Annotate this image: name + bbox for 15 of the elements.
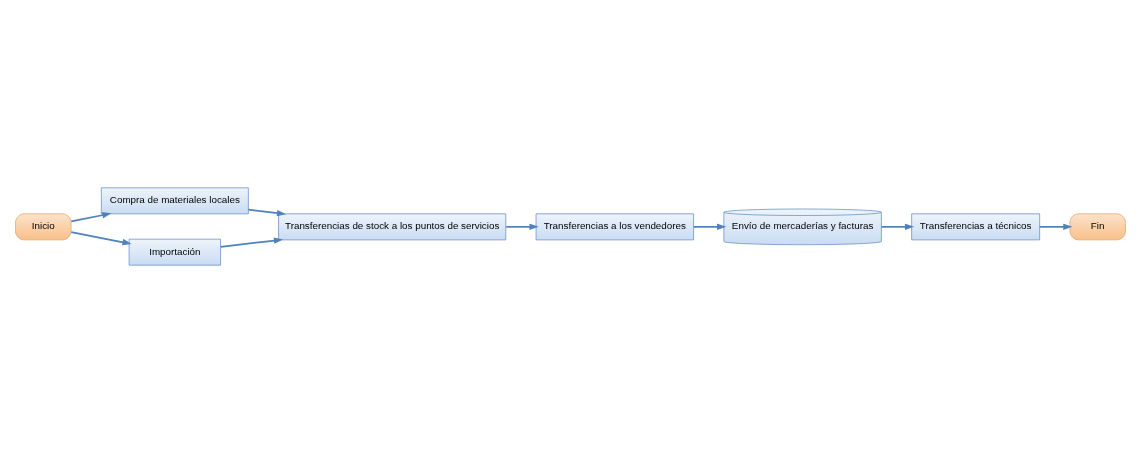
node-box: Fin: [1069, 213, 1126, 240]
arrow: [1038, 223, 1073, 230]
arrow: [70, 230, 132, 245]
arrow: [70, 211, 112, 222]
arrow: [247, 208, 287, 216]
node-box: Inicio: [15, 213, 72, 240]
node-box: Compra de materiales locales: [101, 186, 249, 214]
node-box: Transferencias a técnicos: [911, 213, 1040, 240]
arrow: [692, 223, 727, 230]
arrow: [505, 223, 539, 230]
node-box: Importación: [128, 238, 221, 266]
node-box: Transferencias de stock a los puntos de servicios: [278, 213, 507, 240]
arrow: [880, 223, 915, 230]
node-box: Transferencias a los vendedores: [535, 213, 694, 240]
arrow: [219, 236, 284, 248]
